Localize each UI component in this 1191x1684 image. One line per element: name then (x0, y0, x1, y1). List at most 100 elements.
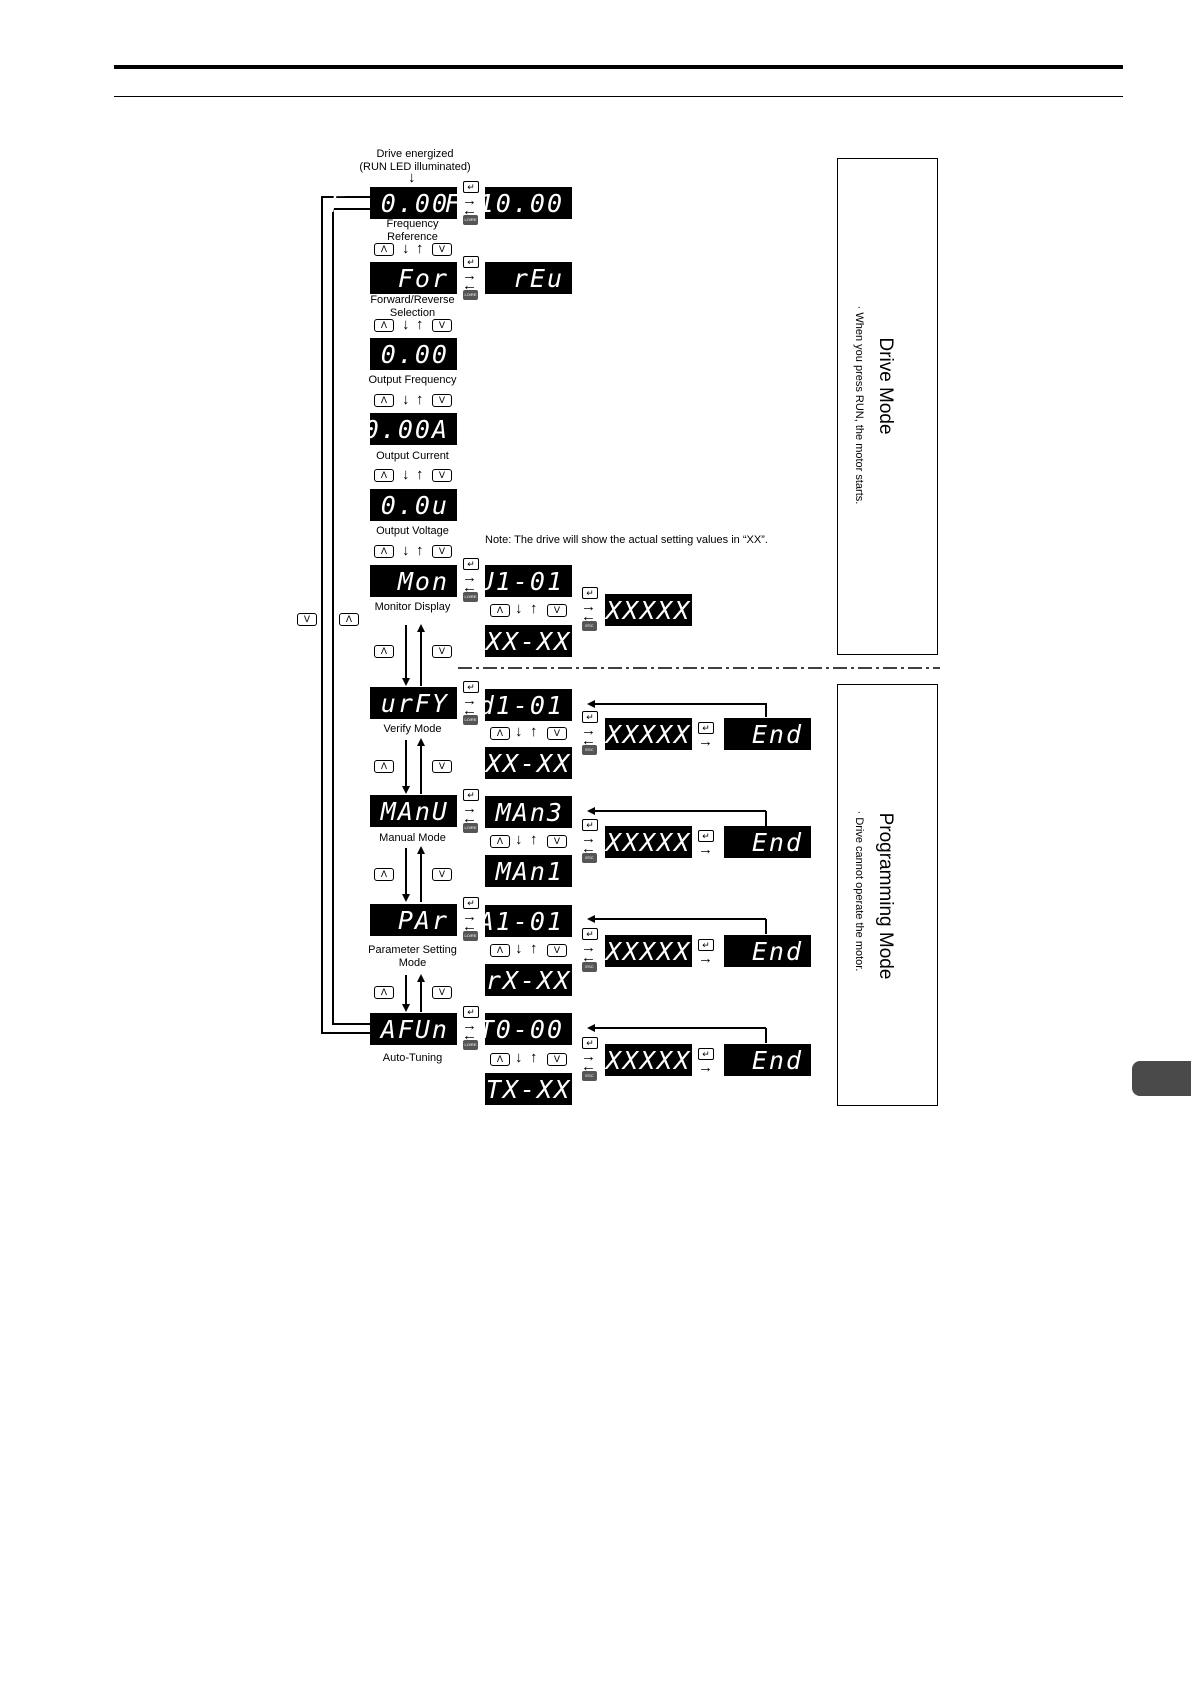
right-arrow-icon: → (581, 1048, 596, 1065)
header-rule-thick (114, 65, 1123, 69)
up-key-icon: ᐱ (374, 760, 394, 773)
down-key-icon: ᐯ (297, 613, 317, 626)
down-arrow-icon: ↓ (402, 391, 410, 408)
right-arrow-icon: → (462, 267, 477, 284)
up-arrow-icon: ↑ (416, 240, 424, 257)
lcd-output-frequency: 0.00 (370, 338, 457, 370)
start-caption-sub: (RUN LED illuminated) (359, 161, 471, 173)
lcd-verify-sub2: XX-XX (485, 747, 572, 779)
up-key-icon: ᐱ (374, 319, 394, 332)
up-key-icon: ᐱ (490, 944, 510, 957)
esc-key-icon: ESC (582, 853, 597, 863)
up-key-icon: ᐱ (490, 604, 510, 617)
lo-re-key-icon: LO/RE (463, 290, 478, 300)
lcd-parameter: PAr (370, 904, 457, 936)
lcd-auto-tuning-end: End (724, 1044, 811, 1076)
enter-key-icon: ↵ (463, 558, 479, 570)
auto-tuning-label: Auto-Tuning (382, 1052, 443, 1064)
lcd-parameter-value: XXXXX (605, 935, 692, 967)
drive-mode-title: Drive Mode (875, 337, 896, 435)
left-arrow-icon: ← (581, 949, 596, 966)
lcd-manual-value: XXXXX (605, 826, 692, 858)
right-arrow-icon: → (698, 1059, 713, 1076)
left-arrow-icon: ← (581, 608, 596, 625)
left-arrow-icon: ← (581, 840, 596, 857)
lo-re-key-icon: LO/RE (463, 215, 478, 225)
esc-key-icon: ESC (582, 1071, 597, 1081)
down-arrow-icon: ↓ (515, 1049, 523, 1066)
up-arrow-icon: ↑ (416, 542, 424, 559)
lcd-parameter-sub2: rX-XX (485, 964, 572, 996)
manual-mode-label: Manual Mode (379, 832, 446, 844)
lcd-reverse: rEu (485, 262, 572, 294)
enter-key-icon: ↵ (698, 1048, 714, 1060)
down-key-icon: ᐯ (547, 835, 567, 848)
parameter-setting-label: Parameter Setting (368, 944, 457, 956)
lcd-auto-tuning-sub1: T0-00 (479, 1013, 572, 1045)
lcd-frequency-reference: F 0.00 (330, 187, 457, 219)
drive-mode-box: Drive Mode · When you press RUN, the mot… (837, 158, 938, 655)
enter-key-icon: ↵ (463, 897, 479, 909)
enter-key-icon: ↵ (582, 587, 598, 599)
left-arrow-icon: ← (462, 1027, 477, 1044)
lcd-parameter-sub1: A1-01 (479, 905, 572, 937)
enter-key-icon: ↵ (698, 830, 714, 842)
left-arrow-icon: ← (462, 702, 477, 719)
chapter-tab (1132, 1061, 1191, 1096)
frequency-reference-label-2: Reference (387, 231, 438, 243)
right-arrow-icon: → (581, 939, 596, 956)
output-voltage-label: Output Voltage (376, 525, 449, 537)
output-current-label: Output Current (376, 450, 449, 462)
down-key-icon: ᐯ (432, 469, 452, 482)
lcd-manual-sub2: MAn1 (485, 855, 572, 887)
left-arrow-icon: ← (462, 202, 477, 219)
lo-re-key-icon: LO/RE (463, 823, 478, 833)
up-key-icon: ᐱ (490, 835, 510, 848)
start-caption: Drive energized (376, 148, 454, 160)
lcd-auto-tuning: AFUn (370, 1013, 457, 1045)
lcd-manual: MAnU (370, 795, 457, 827)
enter-key-icon: ↵ (463, 789, 479, 801)
left-arrow-icon: ← (462, 277, 477, 294)
enter-key-icon: ↵ (582, 1037, 598, 1049)
up-arrow-icon: ↑ (530, 723, 538, 740)
lo-re-key-icon: LO/RE (463, 931, 478, 941)
left-arrow-icon: ← (462, 918, 477, 935)
lo-re-key-icon: LO/RE (463, 592, 478, 602)
enter-key-icon: ↵ (698, 722, 714, 734)
down-key-icon: ᐯ (432, 645, 452, 658)
left-arrow-icon: ← (462, 579, 477, 596)
down-arrow-icon: ↓ (515, 831, 523, 848)
enter-key-icon: ↵ (582, 711, 598, 723)
forward-reverse-label-2: Selection (389, 307, 436, 319)
down-key-icon: ᐯ (547, 1053, 567, 1066)
enter-key-icon: ↵ (582, 819, 598, 831)
down-key-icon: ᐯ (432, 243, 452, 256)
esc-key-icon: ESC (582, 962, 597, 972)
enter-key-icon: ↵ (463, 181, 479, 193)
lcd-auto-tuning-value: XXXXX (605, 1044, 692, 1076)
verify-mode-label: Verify Mode (383, 723, 442, 735)
up-arrow-icon: ↑ (416, 391, 424, 408)
right-arrow-icon: → (698, 841, 713, 858)
header-rule-thin (114, 96, 1123, 97)
down-arrow-icon: ↓ (402, 466, 410, 483)
enter-key-icon: ↵ (463, 1006, 479, 1018)
enter-key-icon: ↵ (463, 256, 479, 268)
up-key-icon: ᐱ (490, 1053, 510, 1066)
note-text: Note: The drive will show the actual set… (485, 534, 768, 546)
right-arrow-icon: → (462, 1017, 477, 1034)
esc-key-icon: ESC (582, 745, 597, 755)
up-key-icon: ᐱ (374, 545, 394, 558)
lcd-output-current: 0.00A (364, 413, 457, 445)
up-arrow-icon: ↑ (416, 316, 424, 333)
down-arrow-icon: ↓ (402, 316, 410, 333)
up-key-icon: ᐱ (374, 469, 394, 482)
right-arrow-icon: → (581, 598, 596, 615)
left-arrow-icon: ← (581, 732, 596, 749)
down-key-icon: ᐯ (432, 760, 452, 773)
forward-reverse-label: Forward/Reverse (370, 294, 455, 306)
right-arrow-icon: → (698, 733, 713, 750)
up-key-icon: ᐱ (339, 613, 359, 626)
up-arrow-icon: ↑ (530, 1049, 538, 1066)
